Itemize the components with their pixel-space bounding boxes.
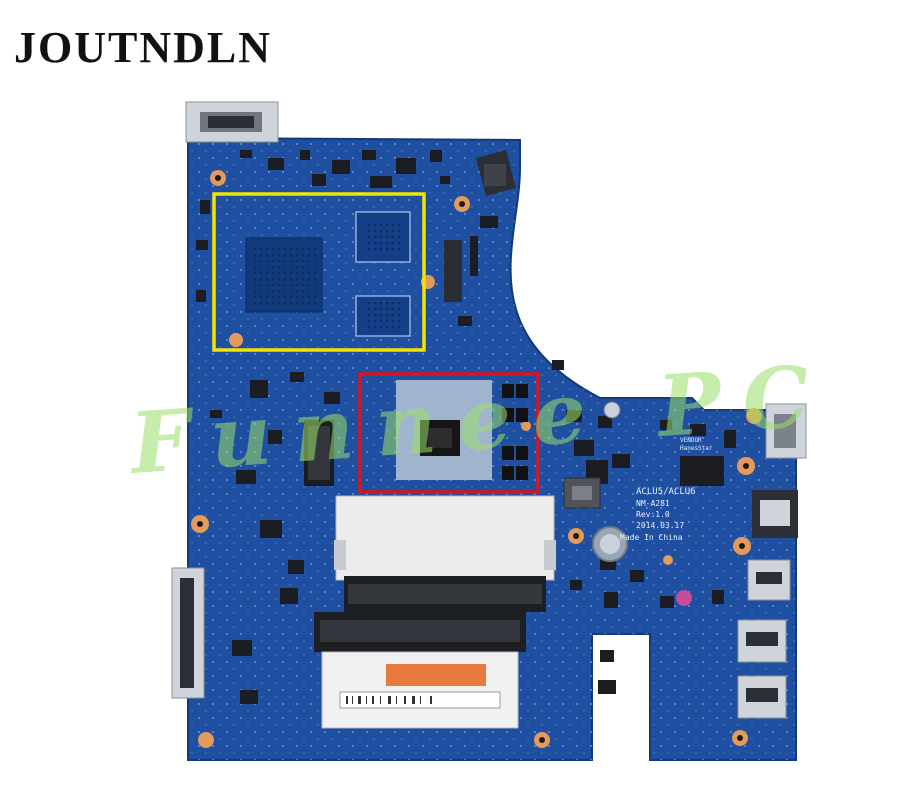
lan-controller <box>680 456 724 486</box>
gpu-area <box>212 192 426 352</box>
silk-model: ACLU5/ACLU6 <box>636 487 696 497</box>
silk-part-number: NM-A281 <box>636 499 670 508</box>
vram-pads-bottom <box>355 295 411 337</box>
gpu-highlight-box <box>212 192 426 352</box>
usb-port-2 <box>737 619 787 663</box>
cpu-highlight-box <box>358 372 540 494</box>
audio-jack <box>476 150 516 196</box>
ram-slot-lower <box>314 612 526 729</box>
ethernet-port <box>752 490 798 538</box>
sata-connector <box>171 567 205 699</box>
silk-vendor-name: HanesStar <box>680 445 713 452</box>
smd-components <box>196 150 736 704</box>
vram-pads-top <box>355 211 411 263</box>
cpu-area <box>358 372 540 494</box>
vga-port <box>765 403 807 459</box>
silk-date: 2014.03.17 <box>636 521 684 530</box>
silk-origin: Made In China <box>620 533 683 542</box>
usb-port-1 <box>747 559 791 601</box>
wifi-slot <box>304 420 334 486</box>
silk-vendor-label: VENDOR <box>680 437 702 444</box>
silk-revision: Rev:1.0 <box>636 510 670 519</box>
usb-port-3 <box>737 675 787 719</box>
fpc-connector <box>444 240 462 302</box>
brand-logo-text: JOUTNDLN <box>14 23 273 72</box>
ram-slot-upper <box>334 495 556 612</box>
electrolytic-capacitor <box>592 401 692 606</box>
power-connector <box>185 101 279 143</box>
